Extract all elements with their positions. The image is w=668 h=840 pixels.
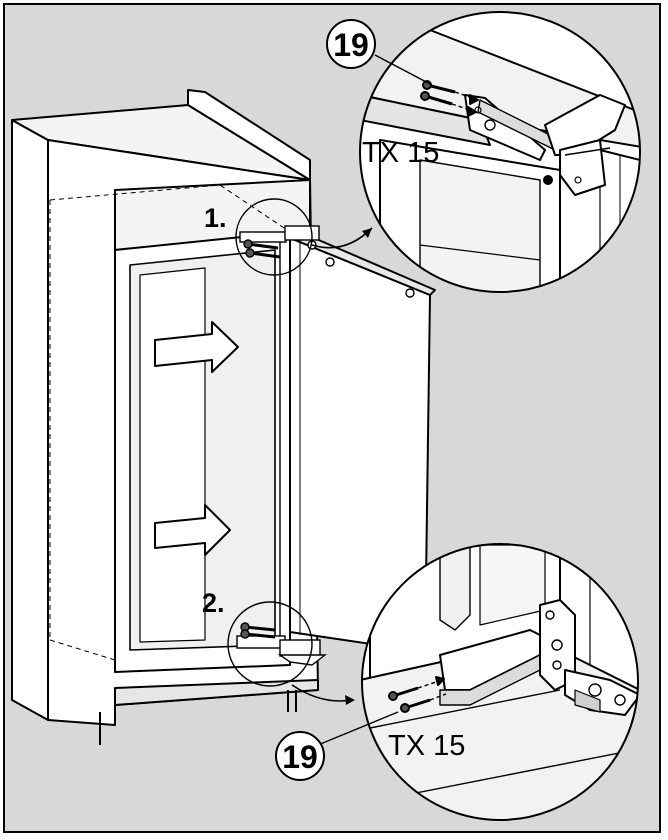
screw-bottom-2 bbox=[400, 698, 431, 713]
highlight-circle-bottom bbox=[227, 601, 313, 687]
screw-pair-top-small bbox=[243, 239, 281, 259]
hinge-top-small bbox=[239, 225, 415, 298]
highlight-circle-top bbox=[235, 198, 313, 276]
magnified-detail-bottom bbox=[361, 543, 639, 821]
callout-circle-bottom bbox=[275, 731, 325, 781]
callout-number-bottom: 19 bbox=[282, 739, 318, 775]
arrow-right-icon bbox=[154, 504, 231, 556]
screw-bottom-1 bbox=[388, 686, 419, 701]
appliance-interior-lining bbox=[139, 267, 206, 643]
step-label-1: 1. bbox=[204, 203, 227, 233]
appliance-outline-dashed bbox=[49, 184, 291, 233]
screw-top-2 bbox=[420, 91, 453, 106]
callout-leader-bottom bbox=[317, 711, 399, 746]
callout-leader-top bbox=[374, 54, 433, 86]
cabinet-side-panel bbox=[11, 119, 49, 721]
tool-label-top: TX 15 bbox=[362, 137, 439, 169]
screw-pair-bottom-small bbox=[240, 622, 276, 639]
arrow-right-icon bbox=[154, 321, 239, 373]
hinge-arm-top bbox=[544, 94, 626, 156]
cabinet-top-back bbox=[187, 89, 311, 181]
callout-circle-top bbox=[326, 19, 376, 69]
magnified-detail-top bbox=[359, 11, 641, 293]
tool-label-bottom: TX 15 bbox=[388, 730, 465, 762]
step-label-2: 2. bbox=[202, 588, 225, 618]
callout-number-top: 19 bbox=[333, 27, 369, 63]
hinge-bottom-small bbox=[236, 622, 328, 666]
